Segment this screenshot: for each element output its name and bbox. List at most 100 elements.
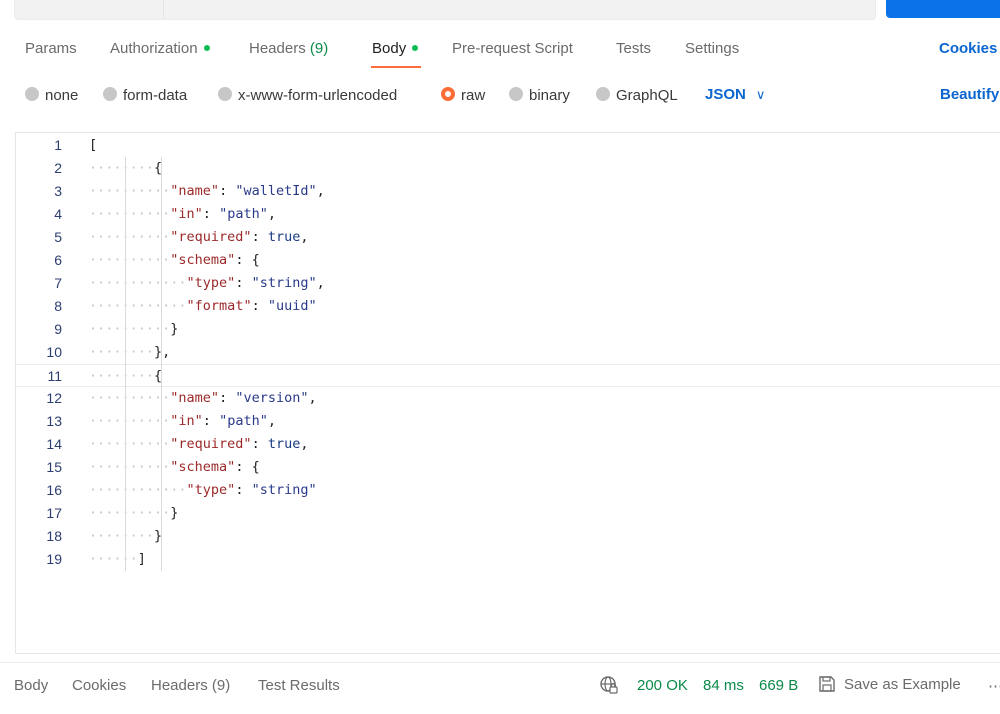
network-globe-icon[interactable] xyxy=(599,675,619,695)
tab-settings[interactable]: Settings xyxy=(685,40,739,57)
line-number: 13 xyxy=(46,413,62,429)
code-line[interactable]: 14 ··········"required": true, xyxy=(16,433,1000,456)
radio-raw[interactable]: raw xyxy=(441,87,485,104)
response-time[interactable]: 84 ms xyxy=(703,677,744,694)
code-text[interactable]: ··········"name": "walletId", xyxy=(89,183,325,199)
radio-label: form-data xyxy=(123,87,188,104)
code-text[interactable]: ············"type": "string" xyxy=(89,482,317,498)
line-number: 6 xyxy=(54,252,62,268)
status-dot-icon xyxy=(203,45,210,51)
tab-label: Pre-request Script xyxy=(452,40,573,57)
radio-x-www-form-urlencoded[interactable]: x-www-form-urlencoded xyxy=(218,87,397,104)
code-line[interactable]: 2 ········{ xyxy=(16,157,1000,180)
tab-count: (9) xyxy=(309,40,329,57)
line-number: 8 xyxy=(54,298,62,314)
radio-label: x-www-form-urlencoded xyxy=(238,87,398,104)
radio-binary[interactable]: binary xyxy=(509,87,570,104)
tab-body[interactable]: Body xyxy=(372,40,419,57)
tab-label: Authorization xyxy=(110,40,198,57)
save-as-example-label: Save as Example xyxy=(844,676,961,693)
code-line[interactable]: 8 ············"format": "uuid" xyxy=(16,295,1000,318)
tab-label: Settings xyxy=(685,40,740,57)
code-text[interactable]: ········{ xyxy=(89,160,163,176)
language-label: JSON xyxy=(705,86,746,103)
url-text-area[interactable] xyxy=(163,0,875,19)
line-number: 3 xyxy=(54,183,62,199)
status-dot-icon xyxy=(412,45,419,51)
code-line[interactable]: 3 ··········"name": "walletId", xyxy=(16,180,1000,203)
status-code[interactable]: 200 OK xyxy=(637,677,688,694)
radio-circle-icon xyxy=(218,87,232,101)
radio-circle-icon xyxy=(25,87,39,101)
code-line[interactable]: 5··········"required": true, xyxy=(16,226,1000,249)
code-line[interactable]: 7 ············"type": "string", xyxy=(16,272,1000,295)
tab-tests[interactable]: Tests xyxy=(616,40,651,57)
radio-graphql[interactable]: GraphQL xyxy=(596,87,678,104)
code-line[interactable]: 13 ··········"in": "path", xyxy=(16,410,1000,433)
code-line[interactable]: 18········} xyxy=(16,525,1000,548)
line-number: 19 xyxy=(46,551,62,567)
code-line[interactable]: 19 ······] xyxy=(16,548,1000,571)
code-text[interactable]: ··········} xyxy=(89,505,179,521)
code-text[interactable]: ··········"required": true, xyxy=(89,229,309,245)
line-number: 2 xyxy=(54,160,62,176)
tab-label: Tests xyxy=(616,40,652,57)
code-text[interactable]: ············"format": "uuid" xyxy=(89,298,317,314)
radio-form-data[interactable]: form-data xyxy=(103,87,187,104)
request-tabs: Params Authorization Headers (9) Body Pr… xyxy=(0,32,1000,72)
code-text[interactable]: ··········"name": "version", xyxy=(89,390,317,406)
code-line[interactable]: 15··········"schema": { xyxy=(16,456,1000,479)
radio-label: binary xyxy=(529,87,570,104)
code-editor[interactable]: 1[ 2 ········{ 3 ··········"name": "walletId… xyxy=(15,132,1000,654)
tab-params[interactable]: Params xyxy=(25,40,77,57)
radio-none[interactable]: none xyxy=(25,87,78,104)
tab-pre-request-script[interactable]: Pre-request Script xyxy=(452,40,573,57)
code-text[interactable]: ··········"schema": { xyxy=(89,459,260,475)
chevron-down-icon: ∨ xyxy=(755,87,766,102)
code-text[interactable]: ··········"in": "path", xyxy=(89,206,276,222)
line-number: 7 xyxy=(54,275,62,291)
code-line[interactable]: 6 ··········"schema": { xyxy=(16,249,1000,272)
line-number: 4 xyxy=(54,206,62,222)
code-text[interactable]: ··········"required": true, xyxy=(89,436,309,452)
code-text[interactable]: ········} xyxy=(89,528,163,544)
code-line[interactable]: 4 ··········"in": "path", xyxy=(16,203,1000,226)
code-line[interactable]: 17··········} xyxy=(16,502,1000,525)
tab-headers[interactable]: Headers (9) xyxy=(249,40,328,57)
code-text[interactable]: ··········"in": "path", xyxy=(89,413,276,429)
code-line[interactable]: 11········{ xyxy=(16,364,1000,387)
code-text[interactable]: [ xyxy=(89,137,98,153)
cookies-link[interactable]: Cookies xyxy=(939,40,998,57)
code-text[interactable]: ······] xyxy=(89,551,146,567)
beautify-button[interactable]: Beautify xyxy=(940,86,1000,103)
tab-authorization[interactable]: Authorization xyxy=(110,40,210,57)
code-line[interactable]: 10········}, xyxy=(16,341,1000,364)
response-tab-headers[interactable]: Headers (9) xyxy=(151,677,231,694)
response-tab-body[interactable]: Body xyxy=(14,677,49,694)
code-text[interactable]: ········}, xyxy=(89,344,171,360)
code-line[interactable]: 1[ xyxy=(16,134,1000,157)
response-bar: Body Cookies Headers (9) Test Results 20… xyxy=(0,662,1000,708)
code-line[interactable]: 9 ··········} xyxy=(16,318,1000,341)
send-button[interactable] xyxy=(886,0,1000,18)
tab-label: Params xyxy=(25,40,77,57)
response-size[interactable]: 669 B xyxy=(759,677,799,694)
code-text[interactable]: ············"type": "string", xyxy=(89,275,325,291)
code-line[interactable]: 16············"type": "string" xyxy=(16,479,1000,502)
code-text[interactable]: ··········"schema": { xyxy=(89,252,260,268)
save-as-example-button[interactable]: Save as Example xyxy=(818,675,961,693)
line-number: 14 xyxy=(46,436,62,452)
code-line[interactable]: 12··········"name": "version", xyxy=(16,387,1000,410)
code-text[interactable]: ········{ xyxy=(89,368,163,384)
line-number: 9 xyxy=(54,321,62,337)
url-input[interactable] xyxy=(14,0,876,20)
response-tab-test-results[interactable]: Test Results xyxy=(258,677,340,694)
indent-guide xyxy=(161,157,162,571)
active-tab-indicator xyxy=(371,66,421,68)
radio-label: raw xyxy=(461,87,486,104)
language-dropdown[interactable]: JSON ∨ xyxy=(705,86,765,103)
tab-label: Body xyxy=(372,40,407,57)
response-tab-cookies[interactable]: Cookies xyxy=(72,677,127,694)
code-text[interactable]: ··········} xyxy=(89,321,179,337)
more-options-icon[interactable]: ⋯ xyxy=(988,678,1000,695)
